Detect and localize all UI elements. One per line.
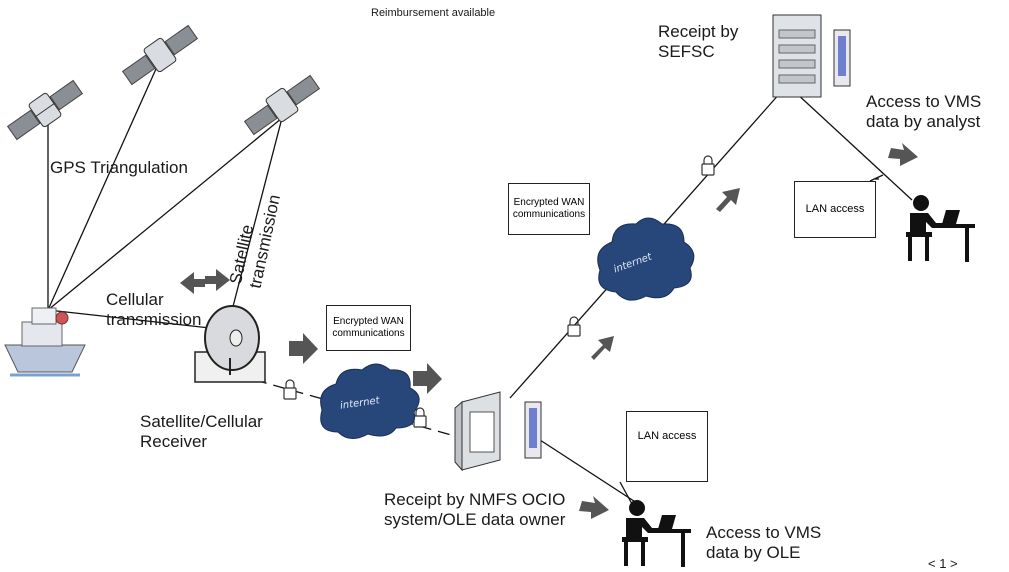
encrypted-wan-box-2: Encrypted WAN communications	[508, 183, 590, 235]
receiver-label-line1: Satellite/Cellular	[140, 412, 263, 431]
nmfs-server-icon	[454, 391, 542, 472]
receiver-label-line2: Receiver	[140, 432, 208, 452]
lock-icons	[283, 155, 715, 428]
gps-triangulation-label: GPS Triangulation	[50, 158, 188, 177]
line-ship-sat3	[47, 117, 283, 311]
line-receiver-nmfs	[254, 379, 463, 439]
encrypted-wan-1-line1: Encrypted WAN	[333, 315, 404, 327]
receipt-sefsc-label: Receipt by SEFSC	[658, 22, 738, 63]
lan-access-box-1: LAN access	[794, 181, 876, 238]
arrow-icon	[888, 143, 918, 166]
lock-icon	[413, 407, 427, 428]
ole-at-desk-icon	[622, 500, 691, 567]
internet-cloud-icon-2	[597, 217, 695, 301]
analyst-at-desk-icon	[906, 195, 975, 262]
lock-icon	[701, 155, 715, 176]
line-lan2-ole	[619, 481, 633, 505]
encrypted-wan-1-line2: communications	[332, 328, 405, 339]
receipt-nmfs-line1: Receipt by NMFS OCIO	[384, 490, 566, 509]
receipt-nmfs-label: Receipt by NMFS OCIO system/OLE data own…	[384, 490, 565, 531]
cellular-transmission-line2: transmission	[106, 310, 202, 330]
line-nmfs-ole	[539, 439, 641, 506]
line-ship-sat2	[47, 59, 161, 311]
access-analyst-line1: Access to VMS	[866, 92, 982, 111]
receipt-nmfs-line2: system/OLE data owner	[384, 510, 566, 530]
access-ole-line1: Access to VMS	[706, 523, 822, 542]
lan-access-box-2: LAN access	[626, 411, 708, 482]
satellite-icon-1	[6, 79, 84, 141]
arrow-icon	[579, 496, 609, 519]
receiver-label: Satellite/Cellular Receiver	[140, 412, 263, 453]
top-note: Reimbursement available	[371, 7, 496, 19]
satellite-icon-3	[243, 74, 321, 136]
page-nav[interactable]: < 1 >	[928, 556, 958, 571]
receipt-sefsc-line2: SEFSC	[658, 42, 715, 62]
access-ole-line2: data by OLE	[706, 543, 801, 563]
arrow-icon	[591, 336, 614, 360]
lock-icon	[283, 379, 297, 400]
arrow-icon	[716, 188, 740, 212]
receipt-sefsc-line1: Receipt by	[658, 22, 739, 41]
lock-icon	[567, 316, 581, 337]
line-sat-receiver	[229, 117, 283, 319]
flow-arrows	[289, 143, 918, 519]
encrypted-wan-box-1: Encrypted WAN communications	[326, 305, 411, 351]
access-analyst-line2: data by analyst	[866, 112, 981, 132]
arrow-icon	[289, 333, 318, 364]
sefsc-server-icon	[772, 14, 851, 98]
access-ole-label: Access to VMS data by OLE	[706, 523, 821, 564]
cellular-transmission-label: Cellular transmission	[106, 290, 201, 331]
arrow-icon	[413, 363, 442, 394]
encrypted-wan-2-line1: Encrypted WAN	[513, 196, 585, 208]
line-ship-receiver	[47, 309, 211, 329]
internet-cloud-icon-1	[320, 363, 420, 439]
satellite-dish-icon	[194, 305, 266, 383]
access-analyst-label: Access to VMS data by analyst	[866, 92, 981, 133]
connection-lines	[47, 59, 913, 506]
satellite-icon-2	[121, 24, 199, 86]
cellular-transmission-line1: Cellular	[106, 290, 164, 309]
line-sefsc-analyst	[794, 91, 913, 201]
ship-icon	[4, 307, 86, 377]
line-lan1-analyst	[869, 174, 884, 182]
encrypted-wan-2-line2: communications	[512, 209, 586, 220]
double-arrow-icon	[180, 269, 230, 294]
